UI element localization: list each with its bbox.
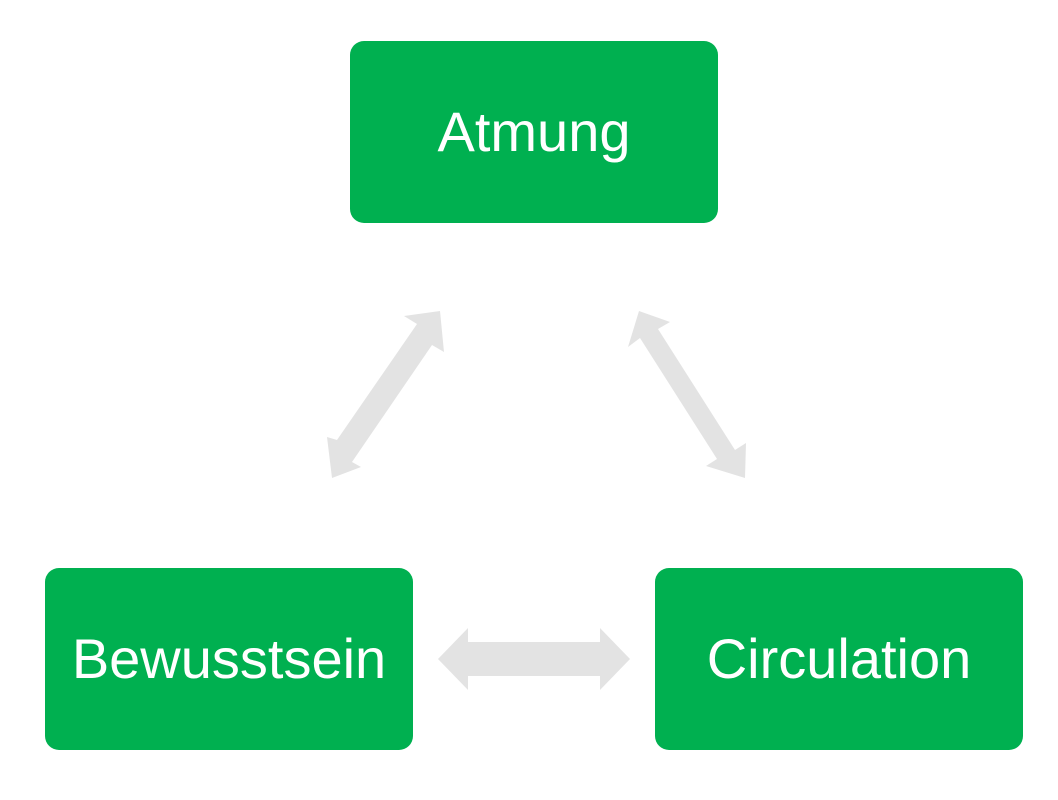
arrow-top-right: [628, 311, 746, 478]
arrow-top-left: [327, 311, 444, 478]
node-bewusstsein: Bewusstsein: [45, 568, 413, 750]
node-label-circulation: Circulation: [706, 627, 972, 690]
arrow-left-right: [438, 628, 630, 690]
node-circulation: Circulation: [655, 568, 1023, 750]
node-atmung: Atmung: [350, 41, 718, 223]
node-label-atmung: Atmung: [437, 100, 631, 163]
node-label-bewusstsein: Bewusstsein: [71, 627, 387, 690]
